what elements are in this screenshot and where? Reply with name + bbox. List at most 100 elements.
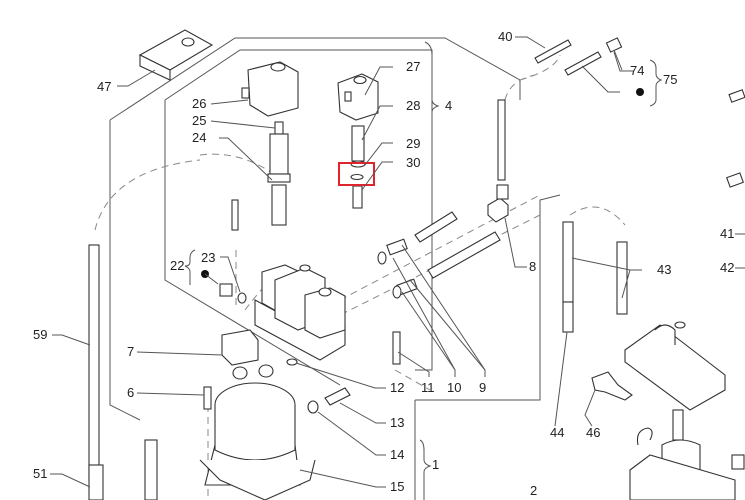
- boiler-wall: [214, 405, 296, 461]
- part-bracket: [138, 29, 214, 81]
- part-valve-block: [254, 264, 346, 361]
- valve-nut: [318, 287, 332, 297]
- dashed-guides: [94, 54, 626, 500]
- part-armature-left: [267, 121, 291, 226]
- tube-51: [88, 464, 104, 500]
- callout-11: 11: [421, 380, 435, 395]
- sensor-13: [324, 387, 351, 406]
- connector-1: [728, 89, 745, 103]
- callout-51: 51: [33, 466, 47, 481]
- valve-coil-3: [304, 287, 346, 339]
- callout-43: 43: [657, 262, 671, 277]
- part-coil-left: [241, 61, 299, 117]
- callout-47: 47: [97, 79, 111, 94]
- guide-7: [329, 214, 541, 321]
- coil-right-body: [337, 73, 379, 121]
- callout-2: 2: [530, 483, 537, 498]
- callout-42: 42: [720, 260, 734, 275]
- callout-22: 22: [170, 258, 184, 273]
- callout-15: 15: [390, 479, 404, 494]
- callout-9: 9: [479, 380, 486, 395]
- part-boiler: [199, 382, 316, 500]
- callout-26: 26: [192, 96, 206, 111]
- float-neck: [672, 409, 684, 441]
- callout-12: 12: [390, 380, 404, 395]
- callout-6: 6: [127, 385, 134, 400]
- callout-40: 40: [498, 29, 512, 44]
- part-washer: [237, 292, 247, 304]
- float-washer: [674, 321, 686, 329]
- brace-1: [419, 439, 432, 500]
- armature-right-pin: [352, 185, 363, 209]
- callout-75: 75: [663, 72, 677, 87]
- part-tubes: [377, 99, 509, 299]
- callout-46: 46: [586, 425, 600, 440]
- screw-11: [392, 331, 401, 365]
- callout-28: 28: [406, 98, 420, 113]
- tube-long: [427, 231, 501, 279]
- callout-25: 25: [192, 113, 206, 128]
- callout-59: 59: [33, 327, 47, 342]
- coil-right-hole: [353, 75, 367, 85]
- armature-left-nut: [267, 173, 291, 183]
- callout-10: 10: [447, 380, 461, 395]
- callout-4: 4: [445, 98, 452, 113]
- fitting-upper: [386, 238, 408, 256]
- callout-7: 7: [127, 344, 134, 359]
- coil-left-terminal: [241, 87, 250, 99]
- nut-1: [232, 366, 248, 380]
- brace-22: [184, 249, 196, 285]
- callout-24: 24: [192, 130, 206, 145]
- part-pin: [231, 199, 239, 231]
- armature-right-tube: [351, 125, 365, 162]
- fitting-44: [562, 301, 574, 333]
- tube-59: [88, 244, 100, 481]
- elbow-top: [496, 184, 509, 200]
- boiler-flange: [199, 459, 316, 500]
- nut-74: [605, 37, 623, 53]
- callout-14: 14: [390, 447, 404, 462]
- callout-74: 74: [630, 63, 644, 78]
- coil-left-body: [247, 61, 299, 117]
- callout-30: 30: [406, 155, 420, 170]
- connector-3: [731, 454, 745, 470]
- part-coil-right: [337, 73, 379, 121]
- tube-75: [564, 51, 602, 76]
- float-tray: [629, 454, 736, 500]
- tube-post: [144, 439, 158, 500]
- callout-41: 41: [720, 226, 734, 241]
- washer-12: [286, 358, 298, 366]
- guide-6: [339, 194, 541, 301]
- frame-outline-top: [109, 37, 521, 121]
- tube-vertical: [497, 99, 506, 181]
- tube-43b: [616, 241, 628, 315]
- callout-8: 8: [529, 259, 536, 274]
- part-small-tubes: [534, 37, 644, 96]
- callout-23: 23: [201, 250, 215, 265]
- screw-6: [203, 386, 212, 410]
- part-plug: [219, 283, 233, 297]
- tube-40: [534, 39, 572, 64]
- float-hose: [636, 427, 653, 446]
- callout-labels: 47 26 25 24 27 28 29 30 4 40 74 75 22 23…: [33, 29, 734, 498]
- tube-43a: [562, 221, 574, 303]
- nut-2: [258, 364, 274, 378]
- armature-left-tip: [274, 121, 284, 135]
- frame-lower-right: [415, 194, 561, 401]
- callout-29: 29: [406, 136, 420, 151]
- guide-5: [569, 206, 626, 226]
- connector-2: [726, 172, 744, 188]
- brace-75: [649, 59, 663, 107]
- guide-1: [94, 159, 201, 231]
- frame-inner-left: [164, 100, 341, 386]
- part-armature-right: [350, 125, 366, 209]
- washer-upper: [377, 251, 387, 265]
- valve-stem: [299, 264, 311, 272]
- washer-lower: [392, 285, 402, 299]
- float-arm: [654, 324, 676, 345]
- bullet-dot-75: [636, 88, 644, 96]
- o-ring: [350, 173, 364, 181]
- part-float-assembly: [624, 321, 736, 500]
